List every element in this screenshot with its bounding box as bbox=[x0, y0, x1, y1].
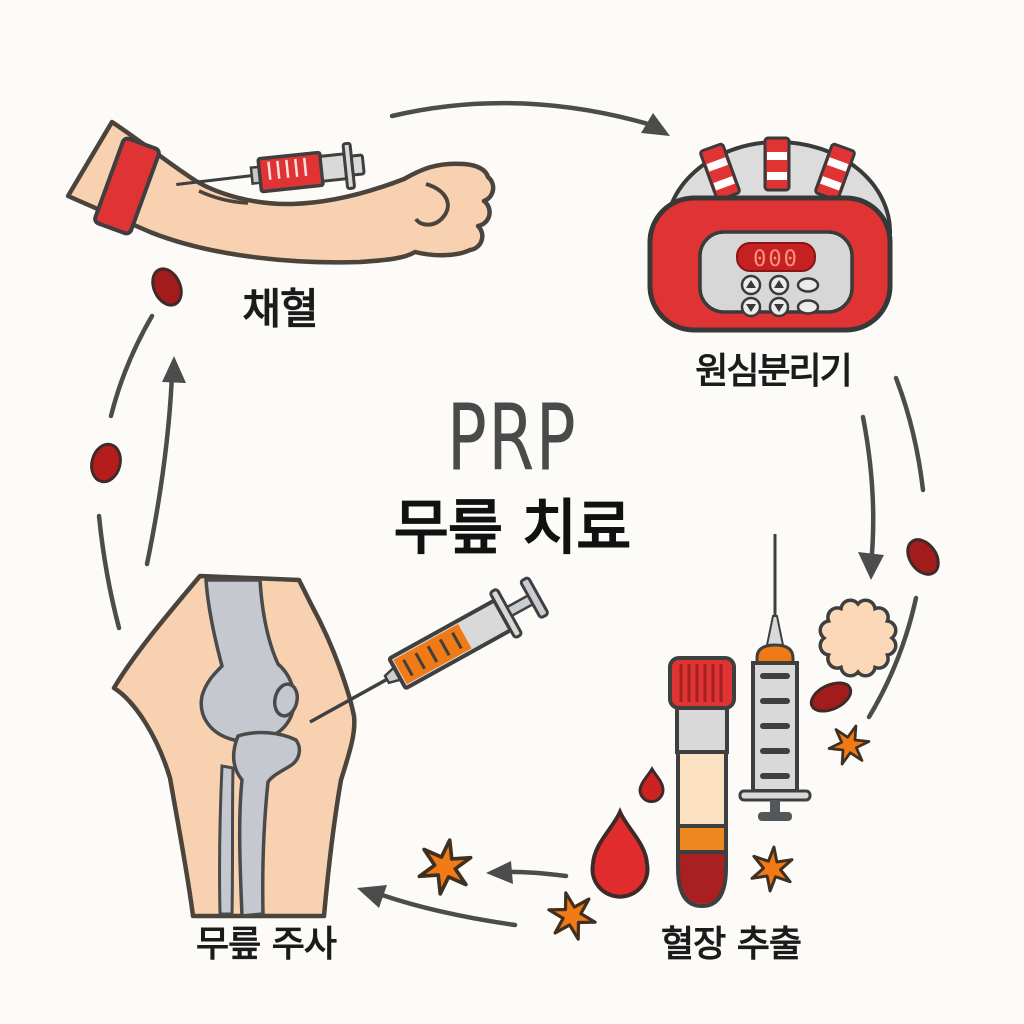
arrowhead-left-icon bbox=[486, 861, 513, 884]
flow-arc-right-upper bbox=[893, 375, 926, 493]
rotor-tube-icon bbox=[763, 136, 791, 192]
flow-arrow-top bbox=[389, 100, 658, 129]
red-blood-cell-icon bbox=[809, 681, 853, 713]
tourniquet-icon bbox=[93, 136, 161, 236]
arrowhead-right-icon bbox=[641, 113, 670, 136]
tube-collar bbox=[675, 706, 729, 754]
title-subtitle: 무릎 치료 bbox=[393, 493, 632, 564]
extraction-syringe-icon bbox=[738, 534, 812, 821]
step-label-plasma-extraction: 혈장 추출 bbox=[660, 924, 802, 965]
arrowhead-down-icon bbox=[858, 552, 884, 580]
step-label-centrifuge: 원심분리기 bbox=[695, 351, 853, 392]
knee-illustration bbox=[111, 573, 549, 919]
centrifuge-display bbox=[736, 242, 816, 272]
plunger-handle bbox=[758, 812, 792, 821]
function-button[interactable] bbox=[796, 277, 820, 293]
thumb-line bbox=[414, 182, 450, 227]
test-tube-icon bbox=[668, 656, 736, 909]
platelet-star-icon bbox=[824, 718, 874, 772]
centrifuge-display-value: 000 bbox=[753, 247, 799, 272]
red-blood-cell-icon bbox=[906, 538, 940, 576]
femur-bone bbox=[199, 578, 297, 744]
centrifuge-buttons bbox=[740, 274, 820, 318]
red-blood-cell-icon bbox=[90, 442, 122, 484]
rotor-tube-icon bbox=[699, 142, 741, 202]
syringe-flange bbox=[738, 789, 812, 802]
flow-arc-left-upper bbox=[108, 313, 155, 419]
blood-drop-icon bbox=[590, 807, 650, 899]
arm-skin bbox=[65, 119, 496, 265]
elbow-crease-line bbox=[198, 189, 249, 205]
buffy-coat-layer bbox=[678, 826, 726, 852]
syringe-hub bbox=[755, 643, 795, 665]
blood-cells bbox=[90, 267, 940, 947]
flow-arc-right-lower bbox=[866, 595, 919, 720]
start-button[interactable] bbox=[796, 299, 820, 315]
platelet-star-icon bbox=[544, 885, 600, 947]
flow-arrows bbox=[96, 100, 926, 928]
knee-syringe-icon bbox=[309, 576, 549, 724]
patella-bone bbox=[272, 682, 300, 718]
cell-icon bbox=[818, 598, 898, 678]
tibia-bone bbox=[231, 730, 302, 918]
centrifuge-icon: 000 bbox=[647, 136, 893, 333]
blood-syringe-icon bbox=[176, 141, 366, 194]
rbc-layer bbox=[678, 852, 726, 904]
flow-arrow-left bbox=[144, 372, 175, 567]
platelet-star-icon bbox=[749, 843, 795, 895]
arm-blood-draw-illustration bbox=[65, 119, 496, 265]
flow-arc-left-lower bbox=[96, 513, 122, 631]
flow-arrow-right bbox=[860, 414, 876, 568]
red-blood-cell-icon bbox=[151, 267, 183, 307]
step-label-knee-injection: 무릎 주사 bbox=[195, 924, 337, 965]
flow-arrow-bottom-long bbox=[379, 892, 518, 928]
arrowhead-upleft-icon bbox=[357, 885, 387, 908]
title-acronym: PRP bbox=[446, 384, 578, 492]
arrowhead-up-icon bbox=[162, 356, 186, 383]
platelet-star-icon bbox=[415, 834, 475, 900]
blood-drop-icon bbox=[638, 765, 665, 803]
step-label-blood-draw: 채혈 bbox=[242, 284, 318, 334]
fibula-bone bbox=[218, 764, 235, 916]
